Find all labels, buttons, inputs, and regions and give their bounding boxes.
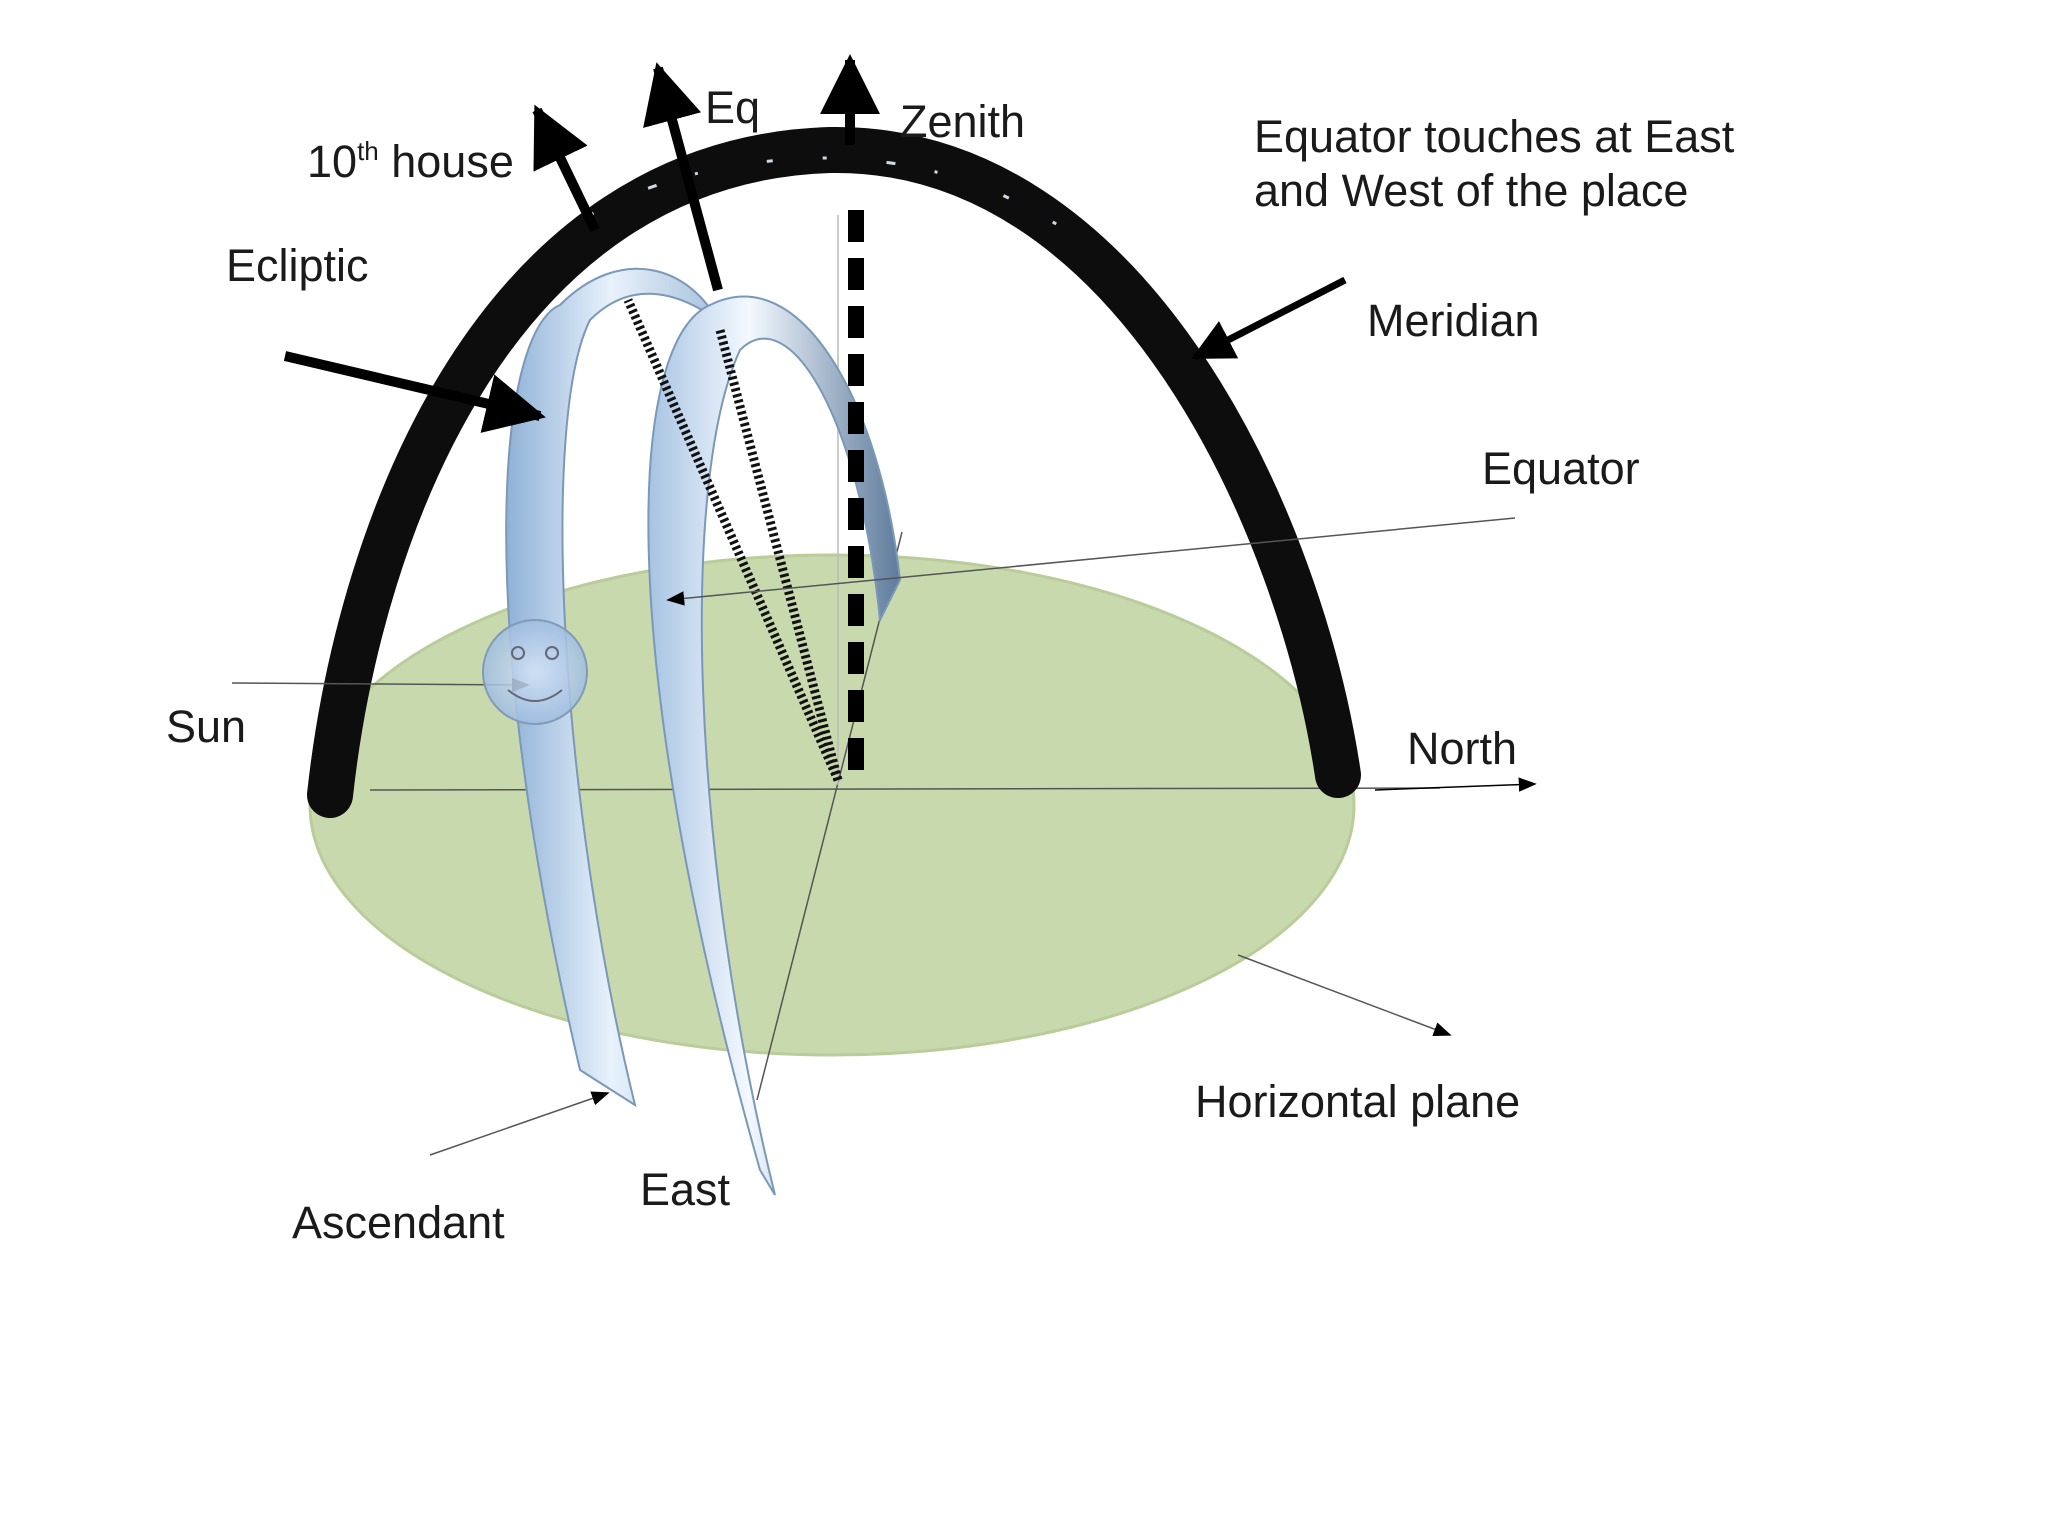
smiley-sun-icon	[482, 619, 588, 725]
eq-arrow	[643, 62, 723, 292]
equator-ribbon	[647, 295, 902, 1196]
note-line-2: and West of the place	[1254, 165, 1688, 216]
eq-label: Eq	[705, 82, 760, 133]
sun-label: Sun	[166, 701, 246, 752]
equator-label: Equator	[1482, 443, 1640, 494]
ascendant-pointer	[429, 1091, 610, 1156]
meridian-label: Meridian	[1367, 295, 1540, 346]
note-line-1: Equator touches at East	[1254, 111, 1735, 162]
zenith-label: Zenith	[900, 96, 1025, 147]
east-west-axis-line	[756, 531, 903, 1101]
meridian-pointer-arrow	[1191, 276, 1347, 361]
ascendant-label: Ascendant	[292, 1197, 505, 1248]
ecliptic-label: Ecliptic	[226, 240, 369, 291]
horizontal-plane-label: Horizontal plane	[1195, 1076, 1520, 1127]
horizontal-plane-pointer	[1237, 954, 1452, 1037]
north-arrow	[1374, 777, 1537, 792]
equator-pointer-line	[666, 517, 1516, 606]
north-label: North	[1407, 723, 1517, 774]
east-label: East	[640, 1164, 731, 1215]
house10-label: 10th house	[307, 136, 514, 187]
meridian-arc	[307, 126, 1361, 818]
house10-arrow	[532, 104, 600, 233]
sun-pointer	[231, 677, 530, 693]
ecliptic-pointer-arrow	[283, 351, 546, 433]
